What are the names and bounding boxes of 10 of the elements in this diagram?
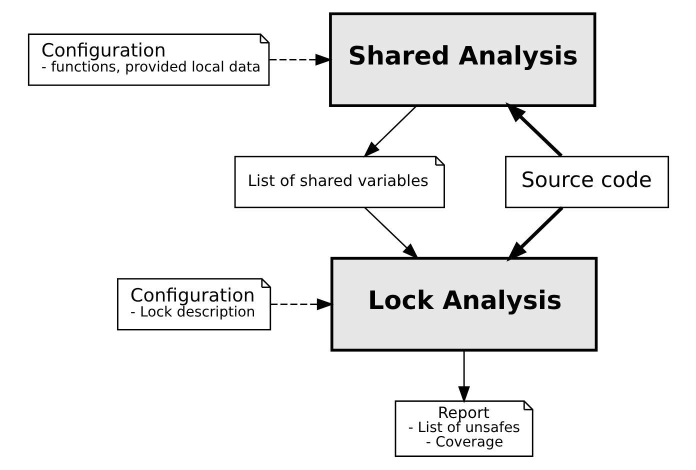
arrow — [364, 207, 418, 260]
arrow — [504, 102, 562, 158]
node-box: Source code — [504, 156, 669, 208]
arrow — [458, 350, 470, 404]
node-box: Shared Analysis — [328, 12, 596, 108]
arrow — [362, 106, 416, 158]
arrow — [506, 206, 563, 262]
arrow — [269, 54, 332, 66]
arrow — [270, 298, 334, 310]
node-box: Lock Analysis — [330, 256, 598, 352]
